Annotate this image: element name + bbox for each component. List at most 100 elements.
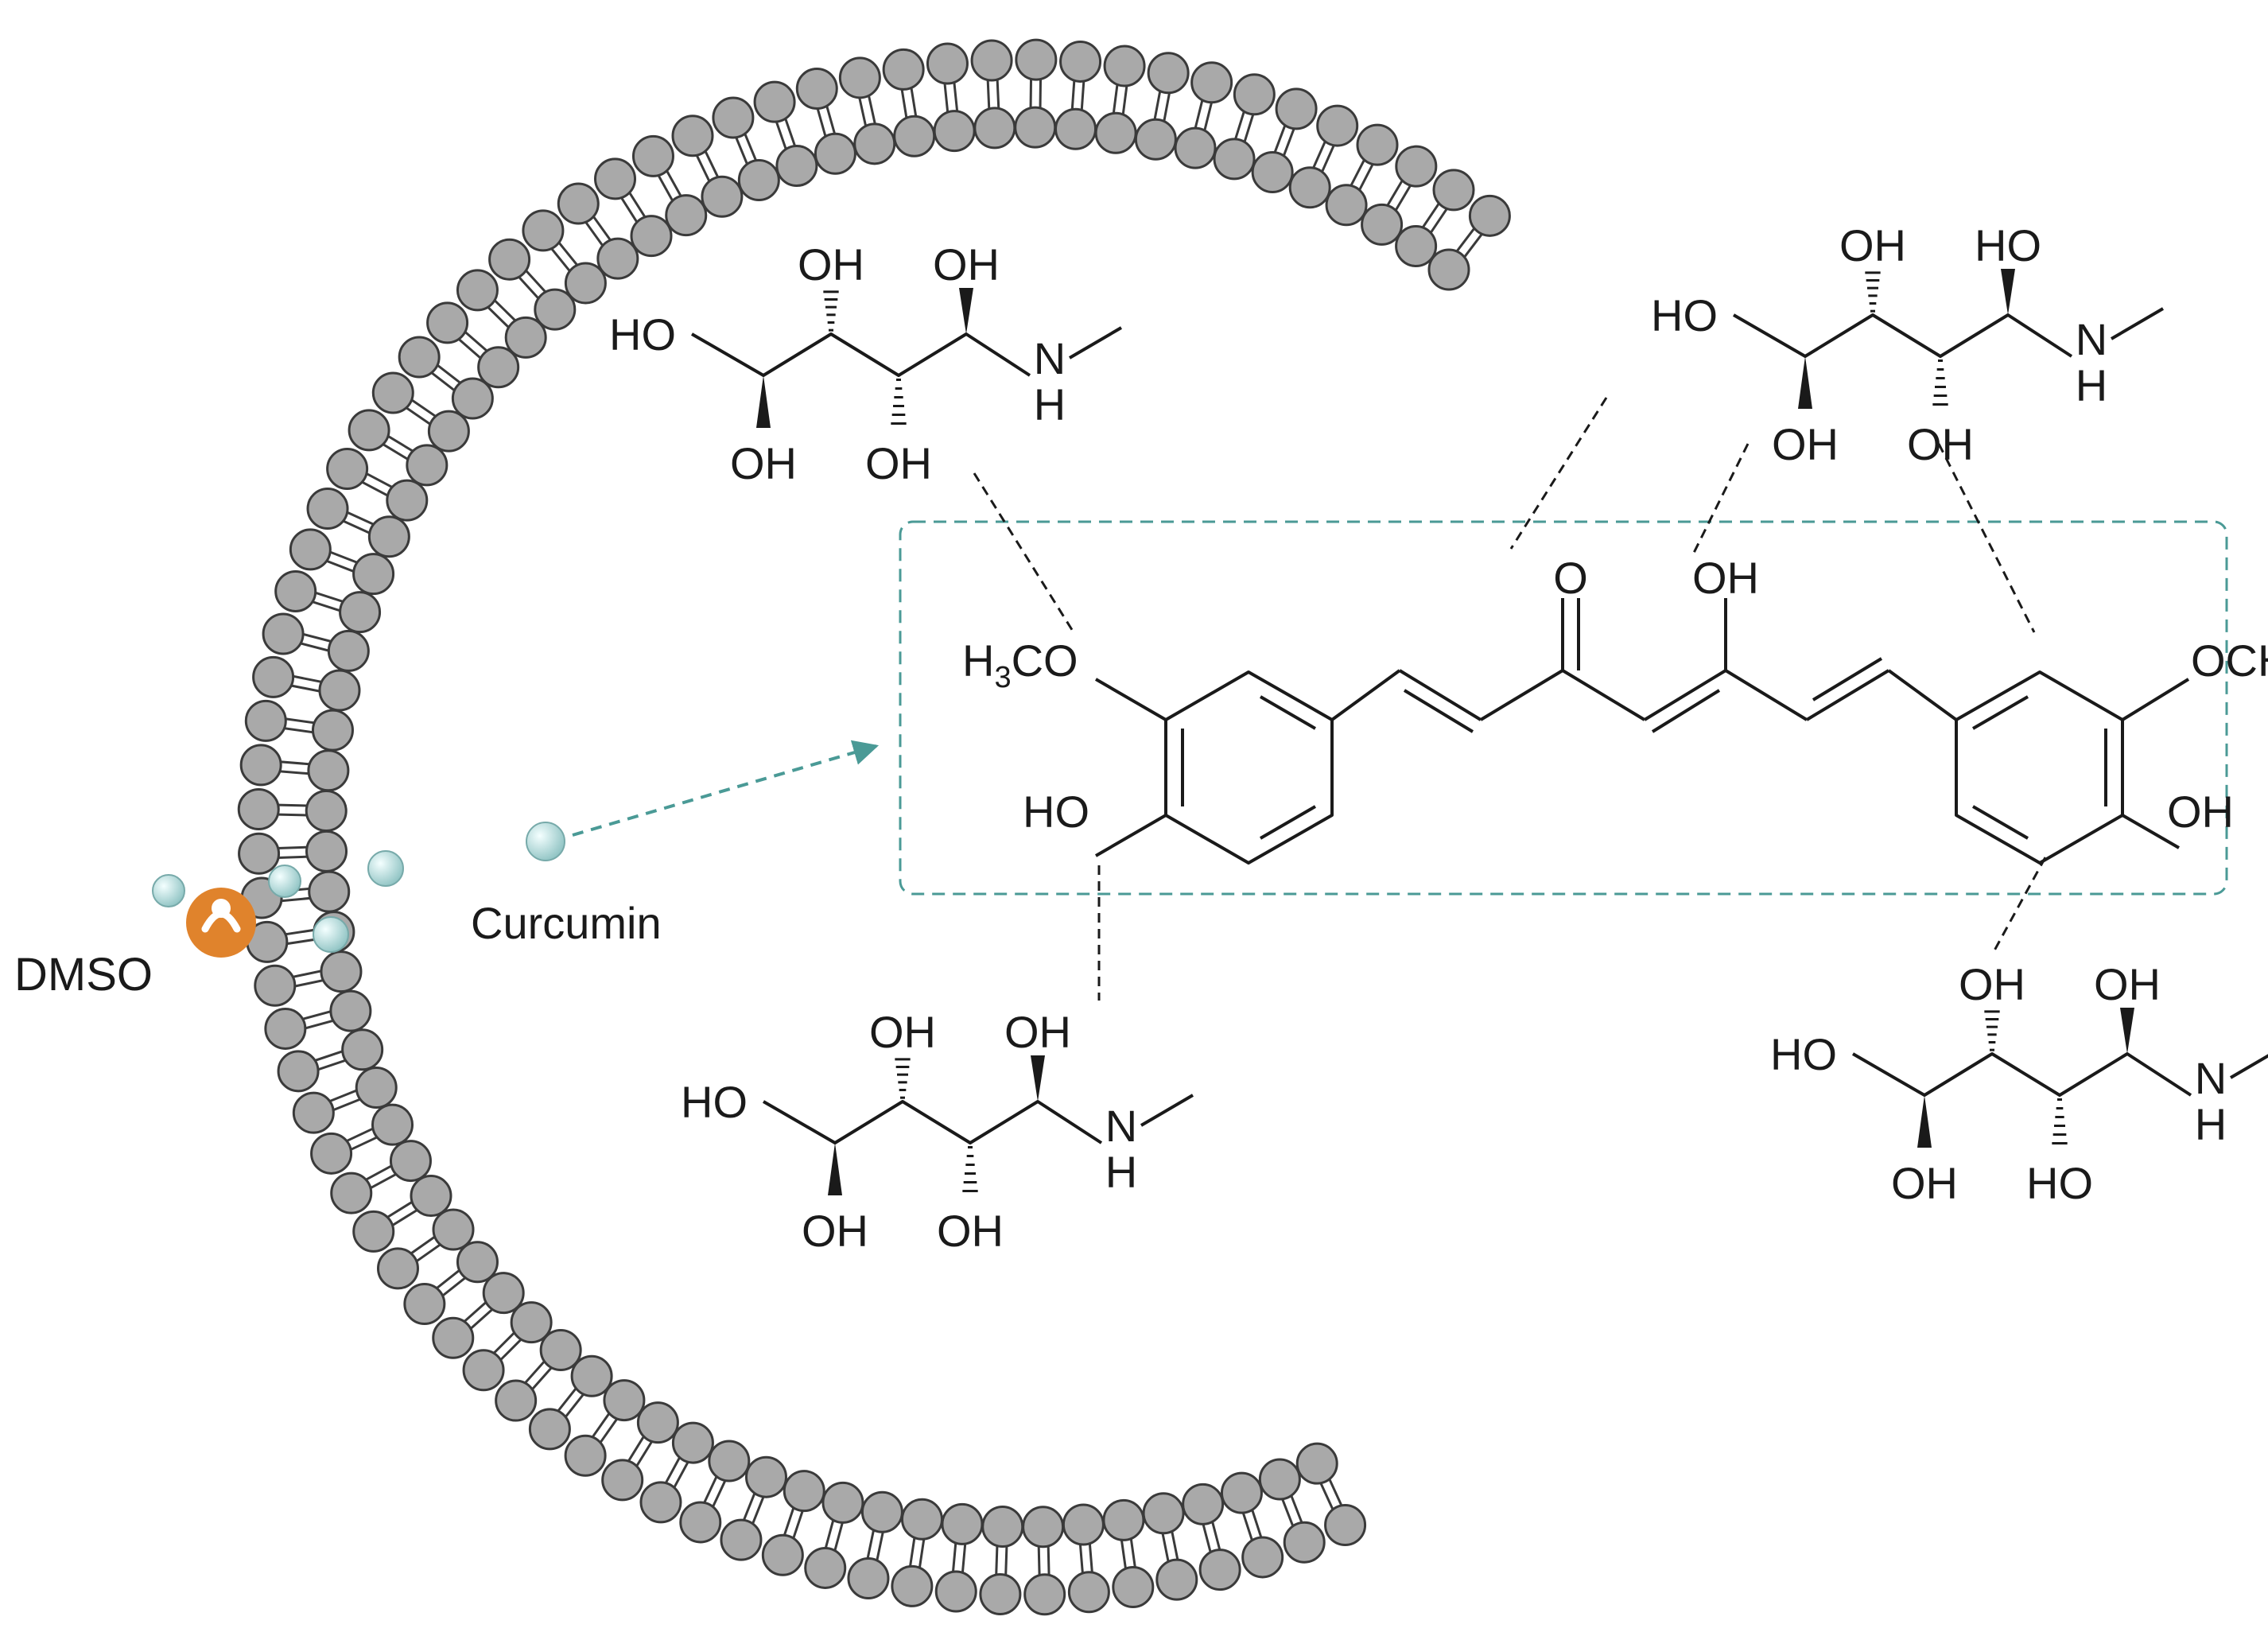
methyl-bond	[2229, 1054, 2268, 1079]
hydroxyl-label: OH	[2094, 959, 2161, 1009]
lipid-head	[601, 1459, 644, 1502]
lipid-head	[926, 42, 969, 85]
lipid-head	[432, 1316, 475, 1359]
lipid-head	[1014, 106, 1057, 149]
amine-hydrogen-label: H	[2195, 1099, 2227, 1149]
hydroxyl-label: OH	[1959, 959, 2025, 1009]
lipid-head	[1316, 104, 1359, 147]
h-bond-top-right-enol	[1692, 443, 1750, 554]
lipid-head	[1067, 1571, 1110, 1614]
curcumin-particle	[152, 874, 185, 907]
hydroxyl-label: OH	[1839, 220, 1906, 270]
lipid-head	[1022, 1506, 1065, 1549]
lipid-head	[814, 132, 856, 175]
lipid-head	[386, 479, 429, 522]
lipid-head	[320, 950, 363, 993]
lipid-head	[1427, 248, 1470, 291]
lipid-head	[252, 655, 295, 698]
amine-hydrogen-label: H	[1105, 1147, 1137, 1197]
lipid-bilayer-membrane	[237, 38, 1511, 1616]
wedge-bond	[828, 1143, 842, 1195]
hydroxyl-label: OH	[1907, 419, 1974, 469]
amine-nitrogen-label: N	[1034, 333, 1066, 383]
hydroxyl-label: HO	[2026, 1158, 2093, 1208]
methyl-bond	[1068, 326, 1123, 359]
lipid-head	[305, 830, 348, 872]
lipid-head	[1198, 1549, 1241, 1591]
lipid-head	[398, 336, 441, 379]
lipid-head	[1258, 1458, 1301, 1501]
lipid-head	[277, 1050, 320, 1093]
h-bond-top-right-methoxy	[1937, 443, 2036, 633]
lipid-head	[679, 1501, 722, 1544]
lipid-head	[264, 1007, 307, 1050]
lipid-head	[1147, 52, 1190, 95]
lipid-head	[933, 110, 976, 153]
lipid-head	[701, 175, 744, 218]
lipid-head	[254, 964, 297, 1007]
hydroxyl-label: OH	[802, 1206, 868, 1256]
left-methoxy-label: H3CO	[962, 635, 1078, 694]
lipid-head	[934, 1570, 977, 1613]
carbon-backbone	[762, 1100, 1103, 1144]
h-bond-top-left	[973, 472, 1075, 633]
lipid-head	[737, 159, 780, 202]
lipid-head	[1241, 1536, 1284, 1579]
curcumin-arrow	[572, 740, 880, 837]
lipid-head	[451, 377, 494, 420]
methyl-bond	[2110, 307, 2165, 340]
terminal-hydroxyl-label: HO	[609, 309, 676, 359]
lipid-head	[488, 238, 531, 281]
lipid-head	[570, 1354, 613, 1397]
hydroxyl-label: HO	[1975, 220, 2041, 270]
wedge-bond	[1031, 1055, 1045, 1102]
lipid-head	[636, 1401, 679, 1444]
hydroxyl-label: OH	[933, 239, 1000, 290]
amine-hydrogen-label: H	[1034, 379, 1066, 429]
lipid-head	[821, 1481, 864, 1524]
terminal-hydroxyl-label: HO	[1651, 290, 1718, 340]
wedge-bond	[2001, 269, 2015, 315]
hydroxyl-label: OH	[1004, 1007, 1071, 1057]
carbon-backbone	[1851, 1052, 2192, 1097]
lipid-head	[708, 1440, 751, 1483]
lipid-head	[318, 669, 361, 712]
wedge-bond	[1917, 1095, 1932, 1148]
lipid-head	[477, 346, 520, 389]
lipid-head	[891, 1564, 934, 1607]
lipid-head	[630, 215, 673, 258]
right-methoxy-bond	[2121, 678, 2190, 721]
curcumin-particle-incoming	[526, 822, 565, 861]
lipid-head	[761, 1533, 804, 1576]
lipid-head	[310, 1132, 353, 1175]
lipid-head	[753, 80, 796, 123]
lipid-head	[410, 1175, 452, 1218]
left-phenol-bond	[1094, 814, 1167, 857]
lipid-head	[367, 515, 410, 558]
lipid-head	[306, 488, 349, 530]
lipid-head	[1015, 38, 1058, 81]
lipid-head	[979, 1572, 1022, 1615]
lipid-head	[389, 1140, 432, 1183]
terminal-hydroxyl-label: HO	[1770, 1029, 1837, 1079]
lipid-head	[262, 612, 305, 655]
lipid-head	[352, 553, 395, 596]
lipid-head	[1432, 169, 1475, 212]
lipid-head	[1062, 1503, 1105, 1546]
carbon-backbone	[1732, 313, 2073, 358]
right-methoxy-label: OCH3	[2191, 635, 2268, 694]
hydroxyl-label: OH	[730, 438, 797, 488]
lipid-head	[1094, 111, 1137, 154]
lipid-head	[1220, 1471, 1263, 1514]
lipid-head	[326, 447, 369, 490]
lipid-head	[1233, 73, 1276, 116]
lipid-head	[308, 870, 351, 913]
right-phenol-label: OH	[2167, 787, 2234, 837]
lipid-head	[1283, 1521, 1326, 1564]
lipid-head	[671, 115, 714, 157]
lipid-head	[603, 1379, 646, 1422]
